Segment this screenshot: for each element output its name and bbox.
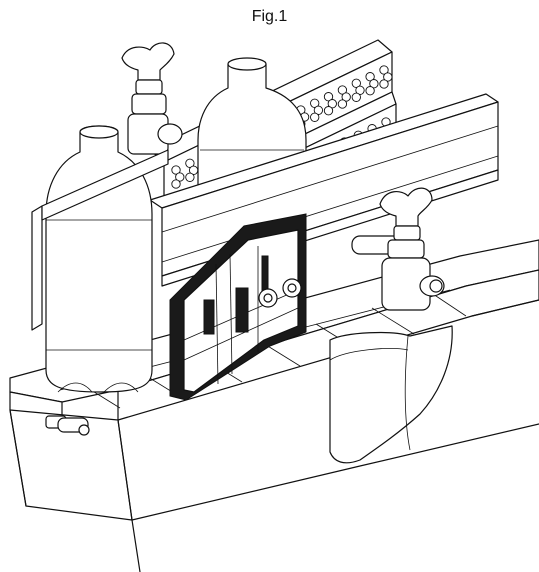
base-latch	[45, 415, 90, 436]
roller-ball	[171, 179, 181, 189]
roller-ball	[323, 92, 334, 102]
rear-clamp-knob	[121, 42, 183, 155]
roller-ball	[327, 99, 337, 109]
roller-ball	[351, 92, 361, 102]
grid-block	[169, 213, 307, 401]
figure-label: Fig.1	[251, 8, 288, 25]
side-bracket	[329, 325, 453, 464]
roller-ball	[310, 112, 320, 122]
roller-ball	[379, 79, 389, 89]
roller-ball	[337, 99, 348, 109]
roller-ball	[369, 79, 379, 89]
roller-ball	[323, 106, 334, 116]
roller-ball	[379, 65, 389, 75]
roller-ball	[171, 165, 181, 175]
roller-ball	[383, 72, 393, 82]
roller-ball	[337, 85, 348, 95]
left-bracket	[31, 149, 169, 331]
roller-ball	[175, 172, 185, 182]
roller-ball	[341, 92, 351, 102]
front-clamp-knob	[351, 187, 445, 311]
roller-ball	[365, 72, 375, 82]
roller-ball	[365, 86, 375, 96]
roller-ball	[185, 172, 195, 182]
